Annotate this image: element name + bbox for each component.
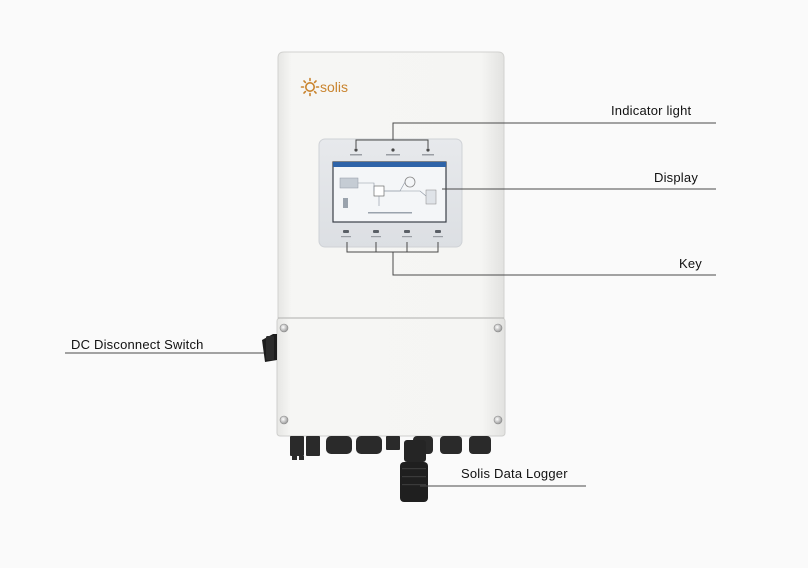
control-panel bbox=[318, 138, 463, 248]
lcd-display bbox=[332, 161, 447, 223]
svg-text:solis: solis bbox=[320, 79, 348, 95]
data-logger-stick bbox=[400, 440, 428, 502]
brand-logo: solis bbox=[300, 77, 348, 97]
label-display: Display bbox=[654, 170, 699, 185]
label-indicator-light: Indicator light bbox=[611, 103, 692, 118]
label-key: Key bbox=[679, 256, 703, 271]
key-buttons bbox=[341, 230, 443, 238]
sun-icon bbox=[300, 77, 320, 97]
callout-lines bbox=[65, 122, 716, 487]
bottom-connectors bbox=[290, 436, 491, 460]
indicator-lights bbox=[350, 148, 434, 156]
key-icon bbox=[343, 230, 441, 233]
label-dc-disconnect-switch: DC Disconnect Switch bbox=[71, 337, 204, 352]
dc-disconnect-switch bbox=[262, 334, 277, 362]
label-data-logger: Solis Data Logger bbox=[461, 466, 568, 481]
screw-icon bbox=[279, 323, 503, 425]
